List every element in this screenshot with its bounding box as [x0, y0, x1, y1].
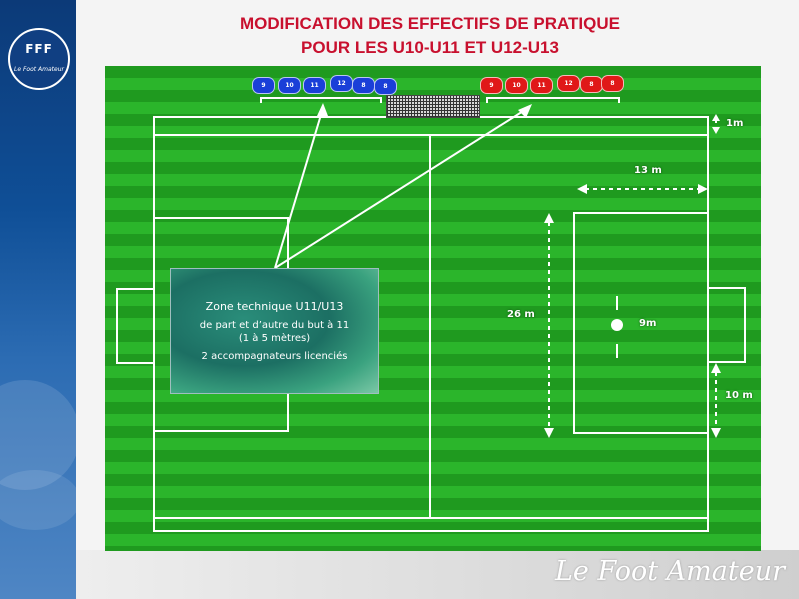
blue-player-chip: 10: [278, 77, 301, 94]
right-goal: [707, 287, 746, 363]
fff-logo: FFF Le Foot Amateur: [8, 28, 70, 90]
red-player-chip: 9: [480, 77, 503, 94]
blue-player-chip: 12: [330, 75, 353, 92]
arrowhead-13m-left: [577, 184, 587, 194]
arrowhead-13m-right: [698, 184, 708, 194]
arrow-line-red-bench: [274, 107, 529, 269]
footer-band: [76, 550, 799, 599]
technical-zone-box: Zone technique U11/U13 de part et d’autr…: [170, 268, 379, 394]
arrow-line-blue-bench: [274, 107, 324, 269]
blue-player-chip: 11: [303, 77, 326, 94]
logo-subtitle: Le Foot Amateur: [14, 66, 64, 73]
arrowhead-1m-bottom: [712, 127, 720, 134]
blue-bench: [260, 97, 382, 103]
technical-zone-line: de part et d’autre du but à 11: [199, 320, 350, 331]
arrowhead-26m-bottom: [544, 428, 554, 438]
technical-zone-line: (1 à 5 mètres): [238, 333, 311, 344]
red-player-chip: 10: [505, 77, 528, 94]
arrowhead-red: [518, 104, 532, 118]
left-goal: [116, 288, 155, 364]
red-player-chip: 11: [530, 77, 553, 94]
arrowhead-10m-top: [711, 363, 721, 373]
goal-net: [386, 95, 480, 118]
sidebar: FFF Le Foot Amateur: [0, 0, 76, 599]
arrowhead-1m-top: [712, 114, 720, 121]
red-player-chip: 8: [601, 75, 624, 92]
measure-9m-label: 9m: [639, 318, 657, 329]
blue-player-chip: 8: [374, 78, 397, 95]
measure-26m-label: 26 m: [507, 309, 535, 320]
technical-zone-title: Zone technique U11/U13: [205, 300, 344, 313]
sidebar-decoration: [0, 470, 76, 530]
measure-10m-label: 10 m: [725, 390, 753, 401]
arrowhead-blue: [317, 103, 328, 116]
red-bench: [486, 97, 620, 103]
penalty-spot: [611, 319, 623, 331]
arrowhead-26m-top: [544, 213, 554, 223]
red-player-chip: 8: [580, 76, 603, 93]
arrowhead-10m-bottom: [711, 428, 721, 438]
red-player-chip: 12: [557, 75, 580, 92]
blue-player-chip: 9: [252, 77, 275, 94]
measure-13m-label: 13 m: [634, 165, 662, 176]
measure-1m-label: 1m: [726, 118, 744, 129]
slide-title-line1: MODIFICATION DES EFFECTIFS DE PRATIQUE: [240, 14, 620, 33]
sidebar-decoration: [0, 380, 76, 490]
technical-zone-line: 2 accompagnateurs licenciés: [201, 351, 348, 362]
slide-title-line2: POUR LES U10-U11 ET U12-U13: [301, 38, 559, 57]
blue-player-chip: 8: [352, 77, 375, 94]
logo-text: FFF: [25, 42, 53, 56]
watermark-text: Le Foot Amateur: [554, 556, 785, 587]
